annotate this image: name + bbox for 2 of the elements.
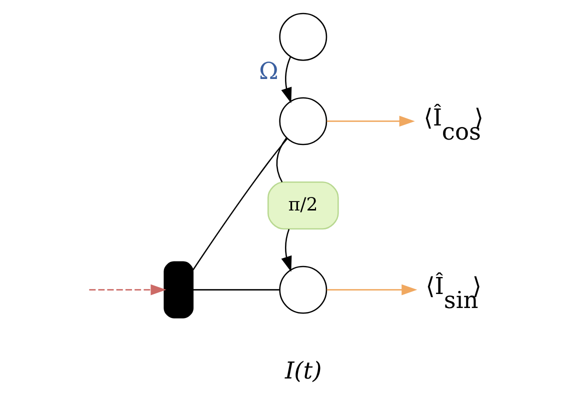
label: I(t) <box>284 356 322 385</box>
node-label: Ω <box>258 56 278 85</box>
